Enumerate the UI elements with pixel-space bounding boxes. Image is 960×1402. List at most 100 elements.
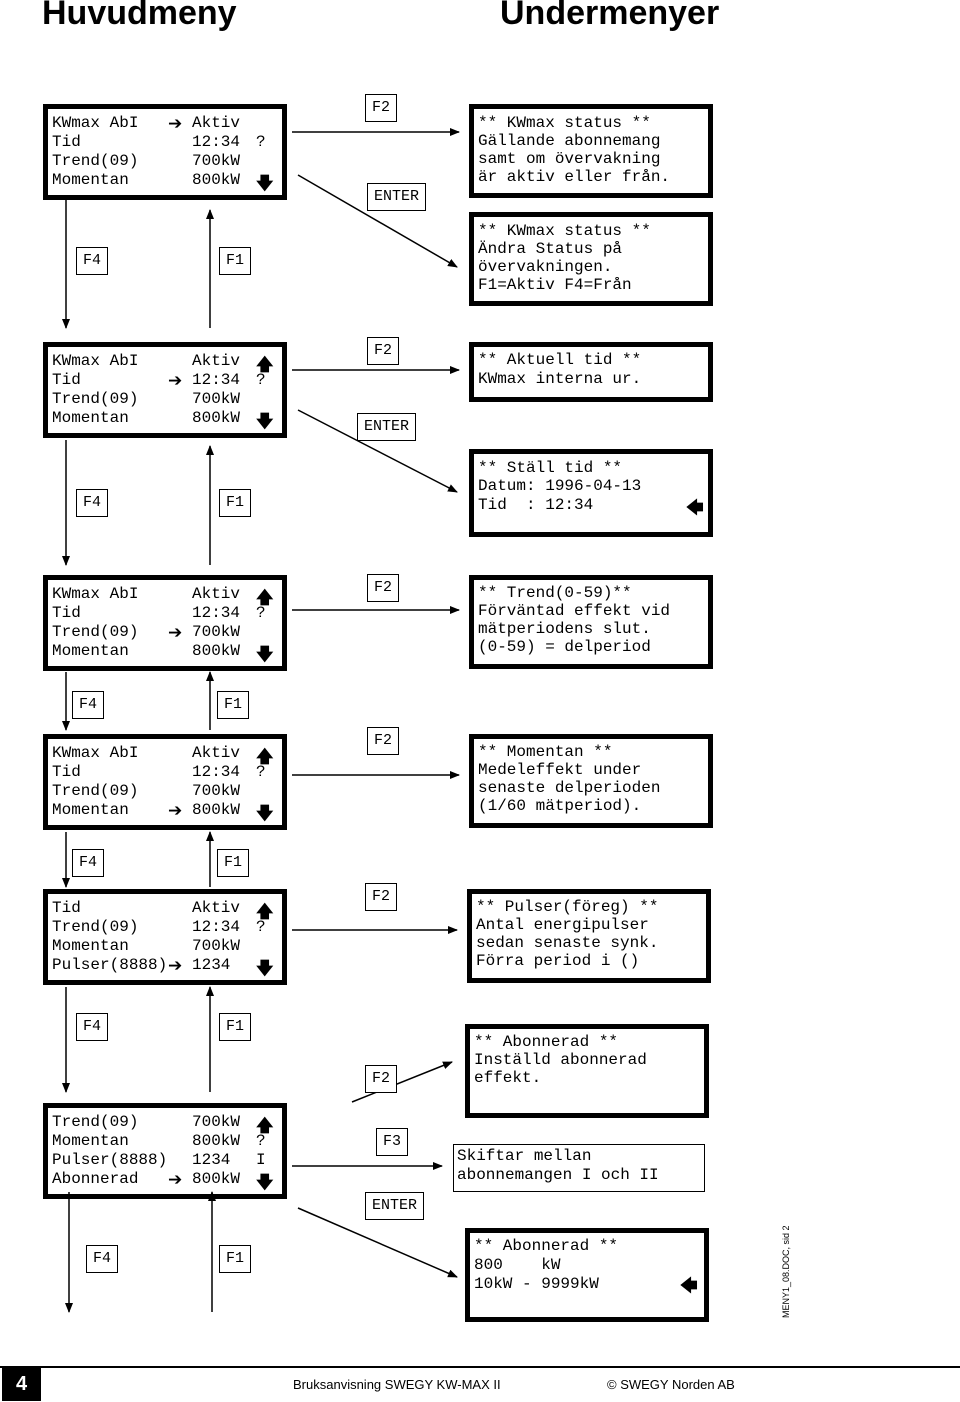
screen-row-label: KWmax AbI bbox=[52, 114, 139, 132]
submenus-heading: Undermenyer bbox=[500, 0, 720, 32]
scroll-up-icon: 🡅 bbox=[256, 355, 274, 375]
screen-row-label: Momentan bbox=[52, 1132, 129, 1150]
submenu-aktuell-tid bbox=[469, 342, 713, 402]
submenu-abonnerad-edit bbox=[465, 1228, 709, 1322]
doc-reference: MENY1_08.DOC, sid 2 bbox=[781, 1225, 791, 1318]
submenu-line: ** KWmax status ** bbox=[478, 222, 651, 240]
submenu-line: effekt. bbox=[474, 1069, 542, 1087]
date-field[interactable]: Datum: 1996-04-13 bbox=[478, 477, 641, 496]
cursor-arrow-icon: ➔ bbox=[168, 114, 183, 134]
submenu-line: ** Momentan ** bbox=[478, 743, 613, 761]
f4-key[interactable]: F4 bbox=[86, 1245, 119, 1273]
enter-key[interactable]: ENTER bbox=[357, 413, 417, 441]
f4-key[interactable]: F4 bbox=[72, 691, 105, 719]
abonnerad-value-field[interactable]: 800 kW bbox=[474, 1256, 560, 1275]
main-screen-5 bbox=[43, 889, 287, 985]
enter-arrow bbox=[297, 174, 458, 268]
abonnerad-value: 800 kW bbox=[474, 1256, 561, 1274]
scroll-down-icon: 🡇 bbox=[256, 959, 274, 979]
scroll-down-icon: 🡇 bbox=[256, 804, 274, 824]
cursor-arrow-icon: ➔ bbox=[168, 371, 183, 391]
screen-row-value: 12:34 bbox=[192, 604, 241, 622]
cursor-arrow-icon: ➔ bbox=[168, 623, 183, 643]
screen-row-value: Aktiv bbox=[192, 899, 241, 917]
submenu-skiftar bbox=[453, 1144, 705, 1192]
cursor-arrow-icon: ➔ bbox=[168, 1170, 183, 1190]
scroll-down-icon: 🡇 bbox=[256, 645, 274, 665]
f4-key[interactable]: F4 bbox=[76, 489, 109, 517]
f1-key[interactable]: F1 bbox=[219, 1245, 252, 1273]
screen-row-marker: ? bbox=[256, 371, 266, 389]
screen-row-label: Tid bbox=[52, 899, 81, 917]
submenu-line: Ändra Status på bbox=[478, 240, 623, 258]
screen-row-marker: ? bbox=[256, 604, 266, 622]
screen-row-marker: ? bbox=[256, 918, 266, 936]
main-screen-1 bbox=[43, 104, 287, 200]
footer-manual-title: Bruksanvisning SWEGY KW-MAX II bbox=[293, 1377, 501, 1392]
submenu-line: (0-59) = delperiod bbox=[478, 638, 651, 656]
submenu-line: ** KWmax status ** bbox=[478, 114, 651, 132]
f2-key[interactable]: F2 bbox=[367, 337, 400, 365]
screen-row-value: 700kW bbox=[192, 623, 241, 641]
f4-key[interactable]: F4 bbox=[72, 849, 105, 877]
enter-arrow bbox=[297, 409, 458, 493]
submenu-line: abonnemangen I och II bbox=[457, 1166, 659, 1184]
submenu-line: Gällande abonnemang bbox=[478, 132, 661, 150]
submenu-line: Medeleffekt under bbox=[478, 761, 642, 779]
f1-key[interactable]: F1 bbox=[219, 489, 252, 517]
screen-row-label: Pulser(8888) bbox=[52, 1151, 168, 1169]
scroll-down-icon: 🡇 bbox=[256, 1173, 274, 1193]
submenu-line: Förväntad effekt vid bbox=[478, 602, 671, 620]
screen-row-label: Pulser(8888) bbox=[52, 956, 168, 974]
enter-key[interactable]: ENTER bbox=[367, 183, 427, 211]
submenu-line: F1=Aktiv F4=Från bbox=[478, 276, 632, 294]
screen-row-label: Trend(09) bbox=[52, 623, 139, 641]
screen-row-marker: ? bbox=[256, 763, 266, 781]
scroll-up-icon: 🡅 bbox=[256, 588, 274, 608]
f1-key[interactable]: F1 bbox=[219, 247, 252, 275]
f2-key[interactable]: F2 bbox=[365, 94, 398, 122]
f1-key[interactable]: F1 bbox=[217, 691, 250, 719]
main-screen-4 bbox=[43, 734, 287, 830]
f2-key[interactable]: F2 bbox=[365, 1065, 398, 1093]
f4-key[interactable]: F4 bbox=[76, 247, 109, 275]
submenu-line: mätperiodens slut. bbox=[478, 620, 651, 638]
enter-key[interactable]: ENTER bbox=[365, 1192, 425, 1220]
submenu-line: senaste delperioden bbox=[478, 779, 661, 797]
scroll-up-icon: 🡅 bbox=[256, 902, 274, 922]
screen-row-value: 700kW bbox=[192, 390, 241, 408]
screen-row-label: Trend(09) bbox=[52, 782, 139, 800]
submenu-line: ** Ställ tid ** bbox=[478, 459, 623, 477]
submenu-momentan bbox=[469, 734, 713, 828]
submenu-line: 10kW - 9999kW bbox=[474, 1275, 599, 1293]
f2-key[interactable]: F2 bbox=[367, 574, 400, 602]
screen-row-label: Momentan bbox=[52, 801, 129, 819]
f1-key[interactable]: F1 bbox=[217, 849, 250, 877]
submenu-kwmax-status bbox=[469, 104, 713, 198]
screen-row-marker: I bbox=[256, 1151, 266, 1169]
screen-row-label: Tid bbox=[52, 371, 81, 389]
back-arrow-icon: 🡄 bbox=[686, 498, 704, 518]
f1-key[interactable]: F1 bbox=[219, 1013, 252, 1041]
page-number: 4 bbox=[2, 1367, 41, 1401]
screen-row-value: Aktiv bbox=[192, 744, 241, 762]
screen-row-value: 700kW bbox=[192, 937, 241, 955]
submenu-line: är aktiv eller från. bbox=[478, 168, 671, 186]
submenu-line: Antal energipulser bbox=[476, 916, 649, 934]
screen-row-value: 12:34 bbox=[192, 133, 241, 151]
screen-row-label: Tid bbox=[52, 763, 81, 781]
submenu-line: sedan senaste synk. bbox=[476, 934, 659, 952]
screen-row-value: 700kW bbox=[192, 782, 241, 800]
screen-row-label: Momentan bbox=[52, 409, 129, 427]
back-arrow-icon: 🡄 bbox=[680, 1276, 698, 1296]
screen-row-value: 700kW bbox=[192, 152, 241, 170]
f2-key[interactable]: F2 bbox=[367, 727, 400, 755]
scroll-down-icon: 🡇 bbox=[256, 174, 274, 194]
f3-key[interactable]: F3 bbox=[376, 1128, 409, 1156]
screen-row-label: Trend(09) bbox=[52, 152, 139, 170]
f4-key[interactable]: F4 bbox=[76, 1013, 109, 1041]
f2-key[interactable]: F2 bbox=[365, 883, 398, 911]
screen-row-label: Trend(09) bbox=[52, 390, 139, 408]
date-value: Datum: 1996-04-13 bbox=[478, 477, 642, 495]
screen-row-label: Tid bbox=[52, 133, 81, 151]
